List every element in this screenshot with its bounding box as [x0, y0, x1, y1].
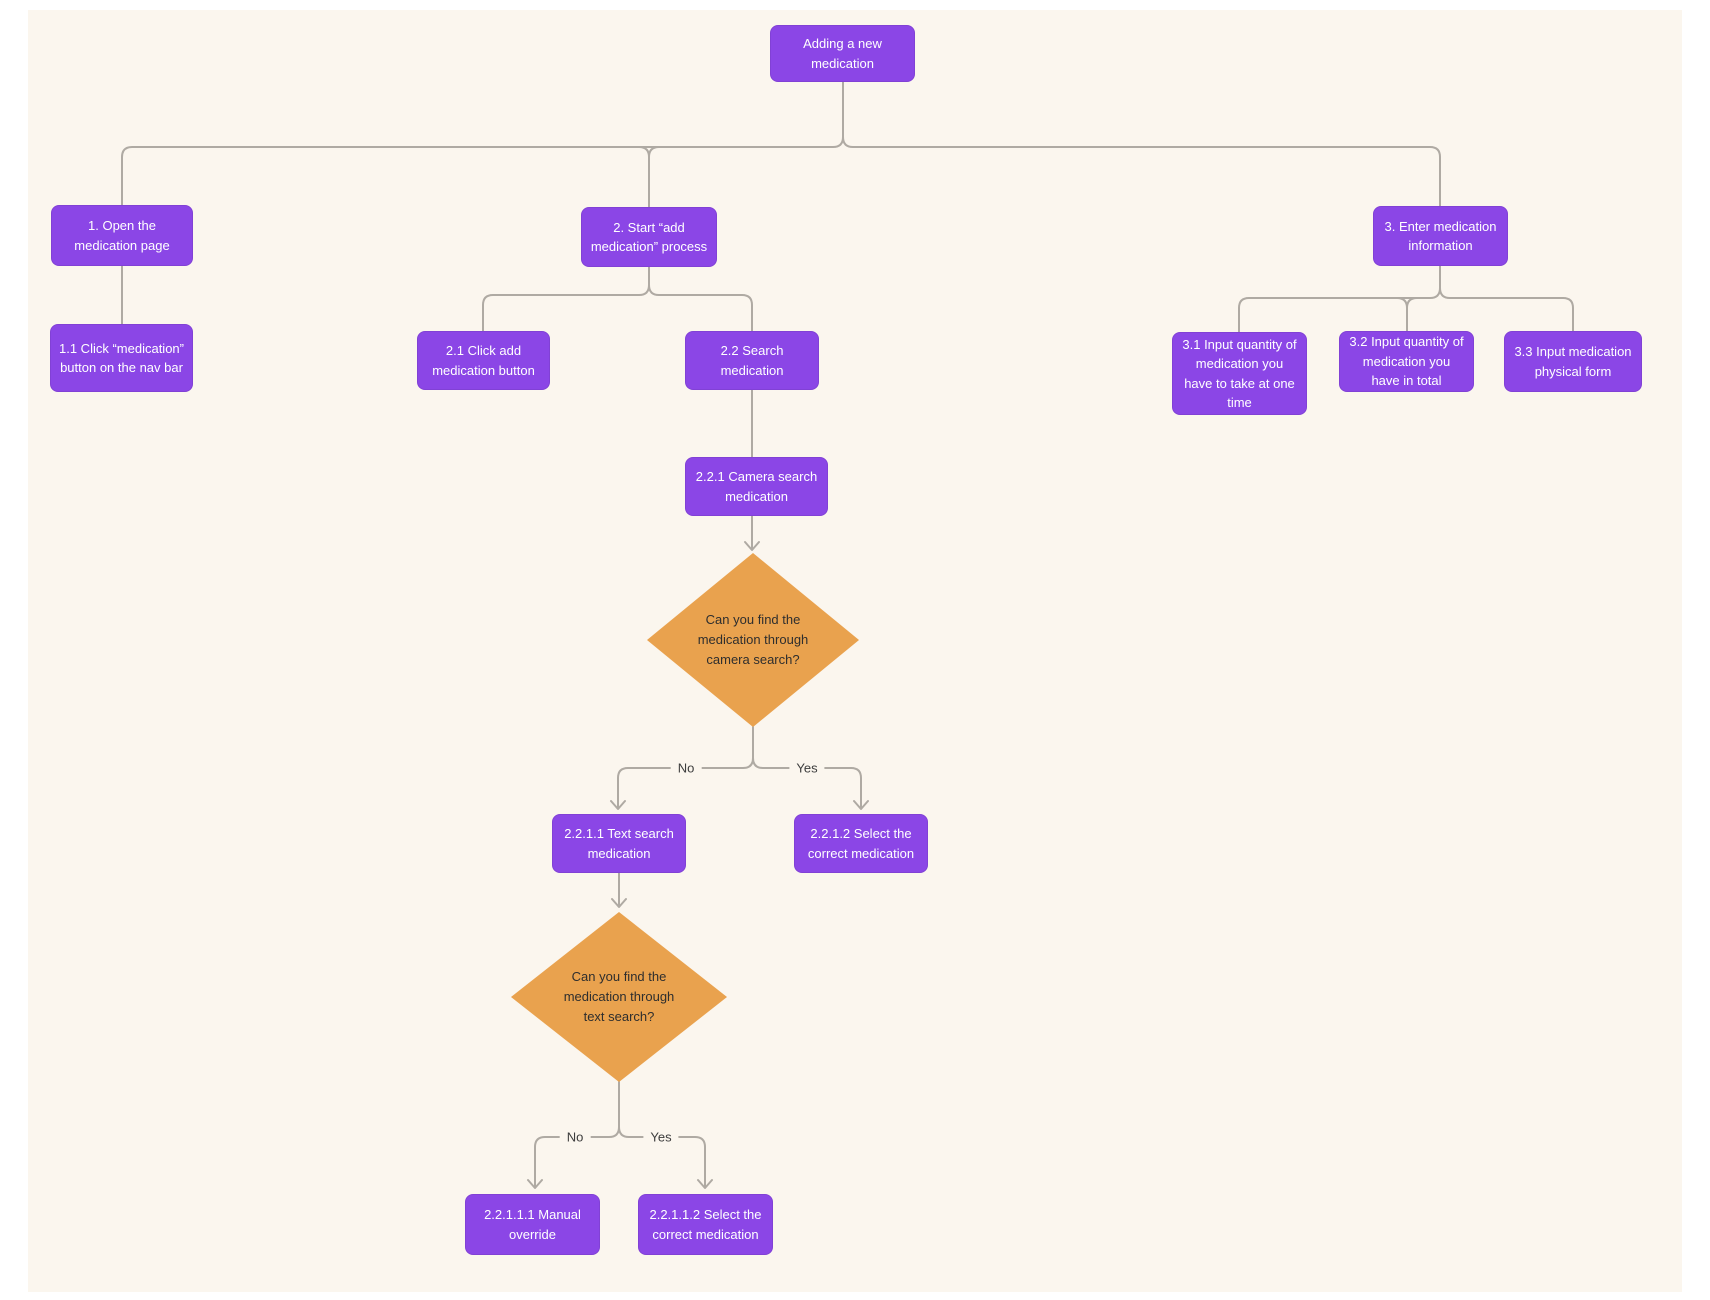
node-label: 2.2.1.1 Text search medication	[564, 826, 674, 861]
node-3-2-input-quantity-total: 3.2 Input quantity of medication you hav…	[1339, 331, 1474, 392]
node-label: 3.2 Input quantity of medication you hav…	[1349, 334, 1464, 389]
decision-camera-search: Can you find the medication through came…	[647, 553, 859, 727]
node-label: 3. Enter medication information	[1384, 218, 1497, 254]
node-label: 2.2.1.1.1 Manual override	[484, 1207, 581, 1242]
node-1-open-medication-page: 1. Open the medication page	[51, 205, 193, 266]
node-adding-new-medication: Adding a new medication	[770, 25, 915, 82]
node-label: 2.2 Search medication	[720, 343, 784, 378]
node-2-2-1-1-2-select-correct-medication: 2.2.1.1.2 Select the correct medication	[638, 1194, 773, 1255]
edge-label-yes-text: Yes	[643, 1129, 679, 1145]
node-label: 3.1 Input quantity of medication you hav…	[1182, 336, 1297, 411]
decision-label: Can you find the medication through text…	[563, 968, 675, 1025]
node-3-1-input-quantity-per-dose: 3.1 Input quantity of medication you hav…	[1172, 332, 1307, 415]
node-label: 2.2.1.1.2 Select the correct medication	[649, 1207, 762, 1242]
node-label: 2.2.1.2 Select the correct medication	[807, 826, 915, 861]
node-label: 3.3 Input medication physical form	[1514, 344, 1632, 379]
node-label: 2.2.1 Camera search medication	[695, 469, 818, 504]
node-2-2-1-2-select-correct-medication: 2.2.1.2 Select the correct medication	[794, 814, 928, 873]
node-3-enter-medication-information: 3. Enter medication information	[1373, 206, 1508, 266]
node-label: 2.1 Click add medication button	[432, 343, 535, 378]
node-2-2-1-camera-search-medication: 2.2.1 Camera search medication	[685, 457, 828, 516]
node-2-2-1-1-1-manual-override: 2.2.1.1.1 Manual override	[465, 1194, 600, 1255]
decision-text-search: Can you find the medication through text…	[511, 912, 727, 1082]
node-label: Adding a new medication	[803, 36, 882, 71]
node-2-2-search-medication: 2.2 Search medication	[685, 331, 819, 390]
node-3-3-input-physical-form: 3.3 Input medication physical form	[1504, 331, 1642, 392]
node-2-1-click-add-medication-button: 2.1 Click add medication button	[417, 331, 550, 390]
edge-label-no-text: No	[559, 1129, 591, 1145]
node-label: 1. Open the medication page	[74, 218, 170, 253]
decision-label: Can you find the medication through came…	[697, 611, 809, 668]
node-label: 2. Start “add medication” process	[590, 219, 708, 255]
edge-label-no-camera: No	[670, 760, 702, 776]
edge-label-yes-camera: Yes	[789, 760, 825, 776]
node-label: 1.1 Click “medication” button on the nav…	[59, 340, 184, 376]
node-1-1-click-medication-button: 1.1 Click “medication” button on the nav…	[50, 324, 193, 392]
node-2-start-add-medication-process: 2. Start “add medication” process	[581, 207, 717, 267]
node-2-2-1-1-text-search-medication: 2.2.1.1 Text search medication	[552, 814, 686, 873]
